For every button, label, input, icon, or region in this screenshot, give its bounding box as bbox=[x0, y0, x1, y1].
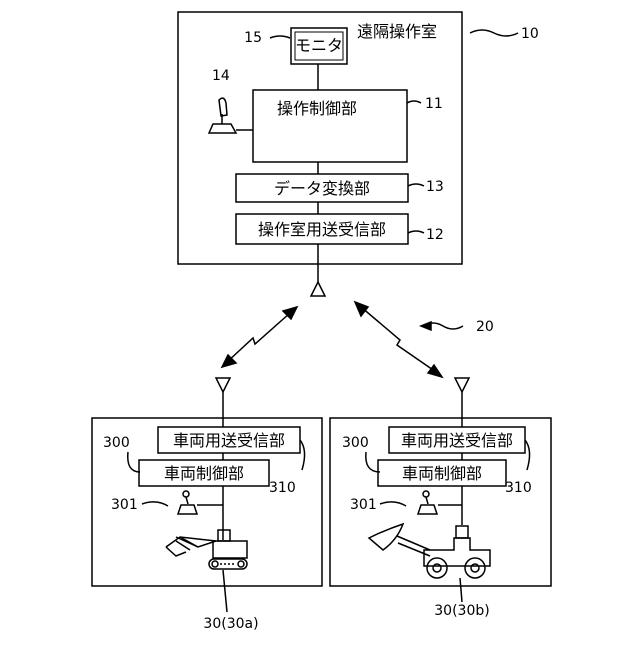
leader-12 bbox=[408, 231, 424, 233]
vehicle-a-transceiver-label: 車両用送受信部 bbox=[173, 431, 285, 450]
remote-room-title: 遠隔操作室 bbox=[357, 22, 437, 41]
remote-room-ref: 10 bbox=[521, 26, 539, 42]
data-converter-ref: 13 bbox=[426, 179, 444, 195]
vehicle-a-lever-ref: 301 bbox=[111, 497, 138, 513]
vehicle-a-control-ref: 300 bbox=[103, 435, 130, 451]
link-left-arrow-down bbox=[222, 355, 236, 367]
control-unit-ref: 11 bbox=[425, 96, 443, 112]
vehicle-a-transceiver-ref: 310 bbox=[269, 480, 296, 496]
vehicle-b-transceiver-label: 車両用送受信部 bbox=[401, 431, 513, 450]
link-right-arrow-down bbox=[428, 365, 442, 377]
vehicle-b-control-label: 車両制御部 bbox=[402, 464, 482, 483]
room-transceiver-ref: 12 bbox=[426, 227, 444, 243]
leader-301-b bbox=[380, 502, 406, 506]
joystick-icon bbox=[209, 98, 253, 133]
vehicle-b-caption: 30(30b) bbox=[434, 603, 489, 619]
network-ref: 20 bbox=[476, 319, 494, 335]
vehicle-b-control-ref: 300 bbox=[342, 435, 369, 451]
wheel-loader-icon bbox=[369, 524, 490, 578]
link-right-arrow-up bbox=[355, 302, 368, 316]
vehicle-a-caption: 30(30a) bbox=[203, 616, 258, 632]
vehicle-a-antenna-icon bbox=[216, 378, 230, 392]
leader-15 bbox=[270, 36, 290, 38]
monitor-ref: 15 bbox=[244, 30, 262, 46]
leader-300-a bbox=[128, 452, 140, 472]
vehicle-b-lever-icon bbox=[418, 491, 437, 514]
room-antenna-icon bbox=[311, 282, 325, 296]
data-converter-label: データ変換部 bbox=[274, 179, 370, 198]
lever-ref: 14 bbox=[212, 68, 230, 84]
leader-301-a bbox=[142, 502, 168, 506]
leader-30a bbox=[223, 570, 227, 612]
room-transceiver-label: 操作室用送受信部 bbox=[258, 220, 386, 239]
control-unit-label: 操作制御部 bbox=[277, 99, 357, 118]
excavator-icon bbox=[166, 530, 247, 569]
leader-10 bbox=[470, 30, 518, 36]
vehicle-a-lever-icon bbox=[178, 491, 197, 514]
vehicle-b-antenna-icon bbox=[455, 378, 469, 392]
leader-30b bbox=[460, 578, 462, 602]
vehicle-a-control-label: 車両制御部 bbox=[164, 464, 244, 483]
vehicle-b-transceiver-ref: 310 bbox=[505, 480, 532, 496]
leader-11 bbox=[407, 101, 421, 103]
monitor-label: モニタ bbox=[295, 36, 343, 55]
vehicle-b-lever-ref: 301 bbox=[350, 497, 377, 513]
link-left bbox=[226, 313, 290, 363]
link-right bbox=[361, 307, 436, 372]
leader-13 bbox=[408, 184, 424, 186]
